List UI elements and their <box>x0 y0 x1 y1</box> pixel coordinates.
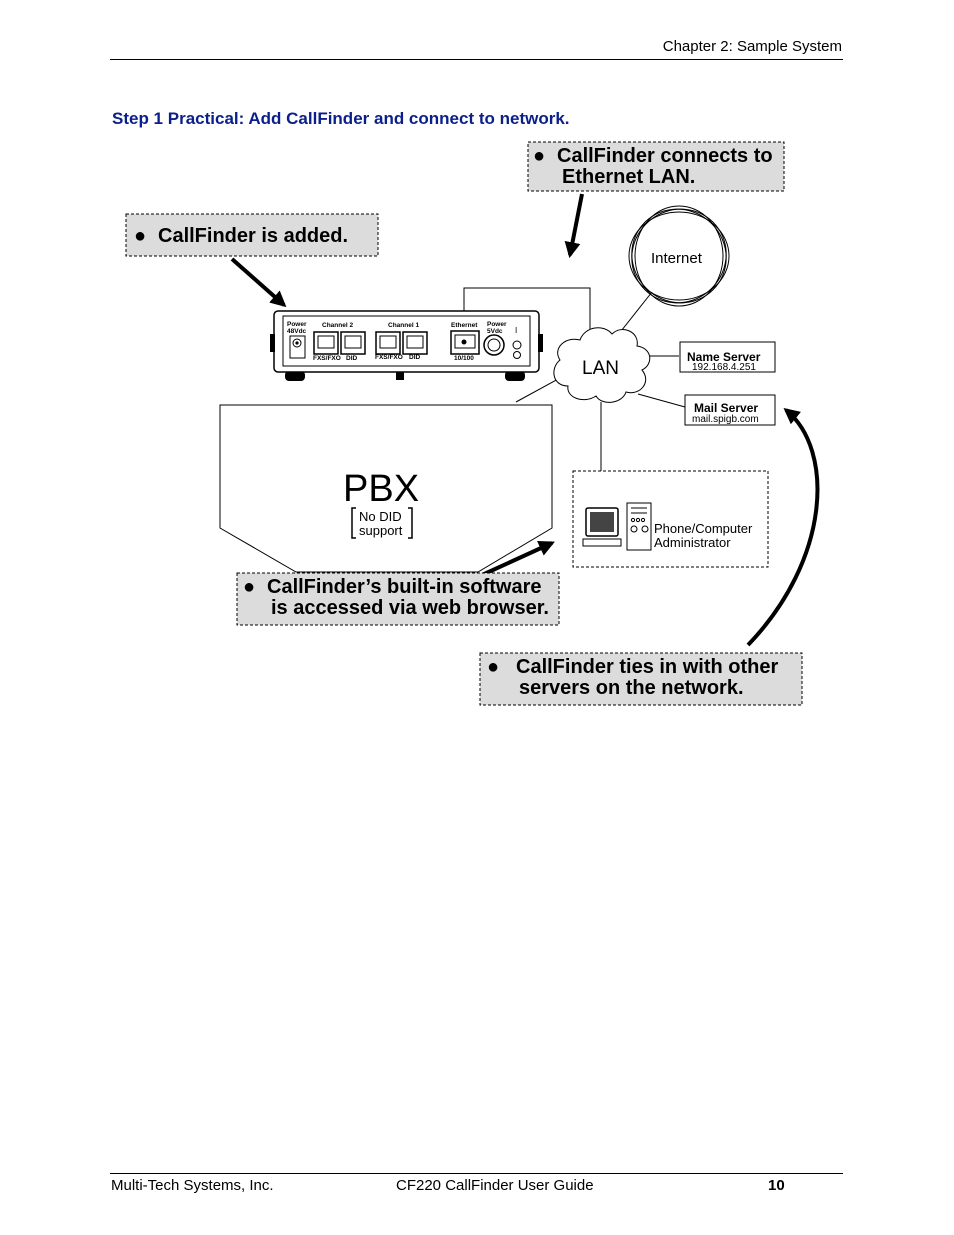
footer-guide-title: CF220 CallFinder User Guide <box>396 1177 594 1194</box>
svg-text:Power: Power <box>487 321 507 328</box>
svg-text:PBX: PBX <box>343 468 419 510</box>
svg-text:DID: DID <box>346 355 358 362</box>
footer-company: Multi-Tech Systems, Inc. <box>111 1177 274 1194</box>
svg-text:Administrator: Administrator <box>654 535 731 550</box>
name-server: Name Server 192.168.4.251 <box>679 341 776 373</box>
callout-connects-to-lan: ● CallFinder connects to Ethernet LAN. <box>527 141 785 192</box>
arrow-to-lan <box>564 193 584 259</box>
svg-text:CallFinder ties in with other: CallFinder ties in with other <box>516 656 778 678</box>
section-heading: Step 1 Practical: Add CallFinder and con… <box>112 109 570 128</box>
svg-text:CallFinder’s built-in software: CallFinder’s built-in software <box>267 576 541 598</box>
bullet-icon: ● <box>243 576 255 598</box>
svg-text:servers on the network.: servers on the network. <box>519 677 744 699</box>
pbx: PBX No DID support <box>219 404 553 573</box>
svg-text:support: support <box>359 523 403 538</box>
callout-web-browser: ● CallFinder’s built-in software is acce… <box>236 572 560 626</box>
arrow-to-pc <box>481 541 555 577</box>
bullet-icon: ● <box>487 656 499 678</box>
callout-servers: ● CallFinder ties in with other servers … <box>479 652 803 706</box>
lan-label: LAN <box>582 358 619 379</box>
svg-text:Name Server: Name Server <box>687 350 761 364</box>
bullet-icon: ● <box>533 145 545 167</box>
callfinder-device: Power 48Vdc Channel 2 FXS/FXO DID Channe… <box>270 310 543 381</box>
svg-text:FXS/FXO: FXS/FXO <box>313 355 341 362</box>
svg-text:DID: DID <box>409 354 421 361</box>
svg-text:10/100: 10/100 <box>454 355 474 362</box>
page-header: Chapter 2: Sample System <box>662 38 842 55</box>
footer-page-number: 10 <box>768 1177 785 1194</box>
svg-text:Ethernet LAN.: Ethernet LAN. <box>562 166 695 188</box>
lan-cloud <box>553 327 651 403</box>
callout-callfinder-added: ● CallFinder is added. <box>125 213 379 257</box>
svg-text:48Vdc: 48Vdc <box>287 328 307 335</box>
svg-text:Ethernet: Ethernet <box>451 322 478 329</box>
svg-text:I: I <box>515 326 517 335</box>
svg-text:Channel 2: Channel 2 <box>322 322 353 329</box>
header-rule <box>110 59 843 60</box>
svg-text:is accessed via web browser.: is accessed via web browser. <box>271 597 549 619</box>
svg-text:Power: Power <box>287 321 307 328</box>
svg-text:5Vdc: 5Vdc <box>487 328 503 335</box>
mail-server: Mail Server mail.spigb.com <box>684 394 776 426</box>
admin-workstation: Phone/Computer Administrator <box>572 470 769 568</box>
svg-text:FXS/FXO: FXS/FXO <box>375 354 403 361</box>
svg-text:mail.spigb.com: mail.spigb.com <box>692 414 759 425</box>
svg-text:Channel 1: Channel 1 <box>388 322 419 329</box>
keyboard-icon <box>582 538 622 547</box>
svg-text:Phone/Computer: Phone/Computer <box>654 521 753 536</box>
internet-label: Internet <box>651 250 703 267</box>
svg-text:CallFinder is added.: CallFinder is added. <box>158 225 348 247</box>
svg-text:Mail Server: Mail Server <box>694 401 758 415</box>
footer-rule <box>110 1173 843 1174</box>
svg-text:192.168.4.251: 192.168.4.251 <box>692 362 756 373</box>
internet-cloud <box>628 205 730 307</box>
arrow-to-mail-server <box>746 407 820 647</box>
bullet-icon: ● <box>134 225 146 247</box>
svg-text:No DID: No DID <box>359 509 402 524</box>
svg-text:CallFinder connects to: CallFinder connects to <box>557 145 773 167</box>
arrow-to-device <box>230 257 287 308</box>
